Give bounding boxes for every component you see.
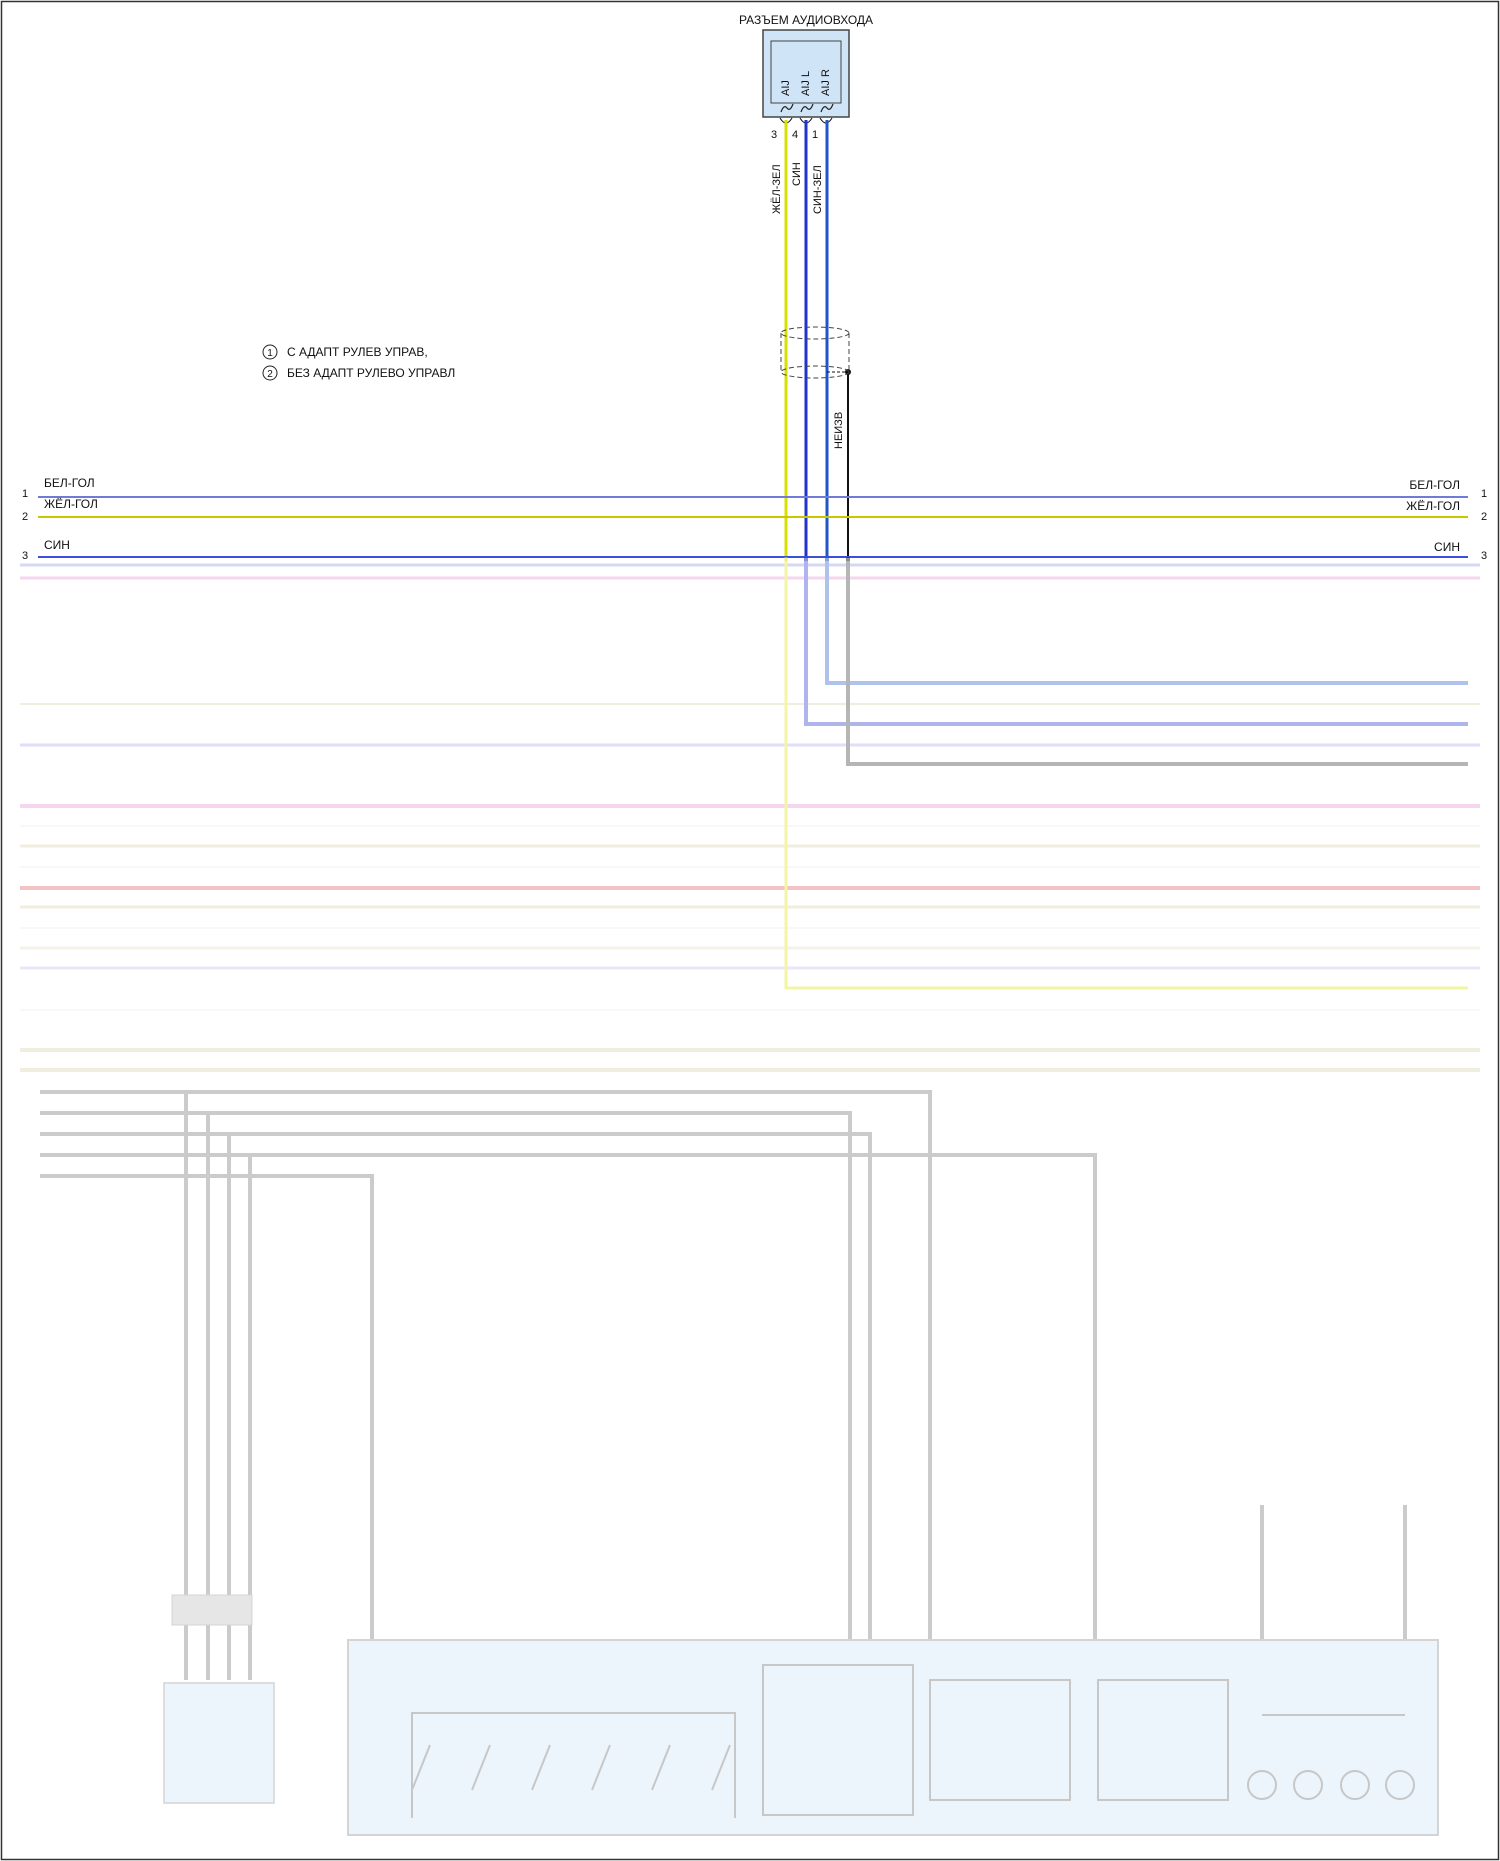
harness-num-left-3: 3 [22, 550, 28, 562]
harness-wires: 1 2 3 1 2 3 БЕЛ-ГОЛ ЖЁЛ-ГОЛ СИН БЕЛ-ГОЛ … [22, 476, 1487, 562]
harness-label-left-1: БЕЛ-ГОЛ [44, 476, 95, 490]
notes: 1 С АДАПТ РУЛЕВ УПРАВ, 2 БЕЗ АДАПТ РУЛЕВ… [263, 345, 455, 380]
note-marker-2: 2 [267, 369, 273, 380]
note-text-1: С АДАПТ РУЛЕВ УПРАВ, [287, 345, 428, 359]
harness-label-left-3: СИН [44, 538, 70, 552]
harness-num-left-2: 2 [22, 511, 28, 523]
connector-pin-label-aij-l: AIJ L [800, 71, 812, 96]
blur-veil [10, 561, 1490, 1856]
pin-number-1: 1 [812, 129, 818, 141]
harness-label-right-1: БЕЛ-ГОЛ [1409, 478, 1460, 492]
harness-num-right-3: 3 [1481, 550, 1487, 562]
connector-pin-label-aij: AIJ [780, 80, 792, 96]
wire-label-yellow-green: ЖЁЛ-ЗЕЛ [771, 164, 783, 214]
pin-number-3: 3 [771, 129, 777, 141]
note-text-2: БЕЗ АДАПТ РУЛЕВО УПРАВЛ [287, 366, 455, 380]
harness-num-right-1: 1 [1481, 488, 1487, 500]
note-marker-1: 1 [267, 348, 273, 359]
harness-label-right-2: ЖЁЛ-ГОЛ [1406, 499, 1460, 513]
shield-top-ellipse [781, 327, 849, 339]
harness-num-left-1: 1 [22, 488, 28, 500]
wire-label-blue: СИН [791, 162, 803, 186]
wire-label-blue-green: СИН-ЗЕЛ [812, 165, 824, 214]
harness-num-right-2: 2 [1481, 511, 1487, 523]
harness-label-left-2: ЖЁЛ-ГОЛ [44, 497, 98, 511]
connector-title: РАЗЪЕМ АУДИОВХОДА [739, 13, 873, 27]
harness-label-right-3: СИН [1434, 540, 1460, 554]
wire-label-drain: НЕИЗВ [833, 412, 845, 449]
cable-shield [781, 327, 849, 378]
vertical-wires: ЖЁЛ-ЗЕЛ СИН СИН-ЗЕЛ НЕИЗВ [771, 120, 851, 557]
connector-pin-label-aij-r: AIJ R [820, 69, 832, 96]
pin-number-4: 4 [792, 129, 798, 141]
